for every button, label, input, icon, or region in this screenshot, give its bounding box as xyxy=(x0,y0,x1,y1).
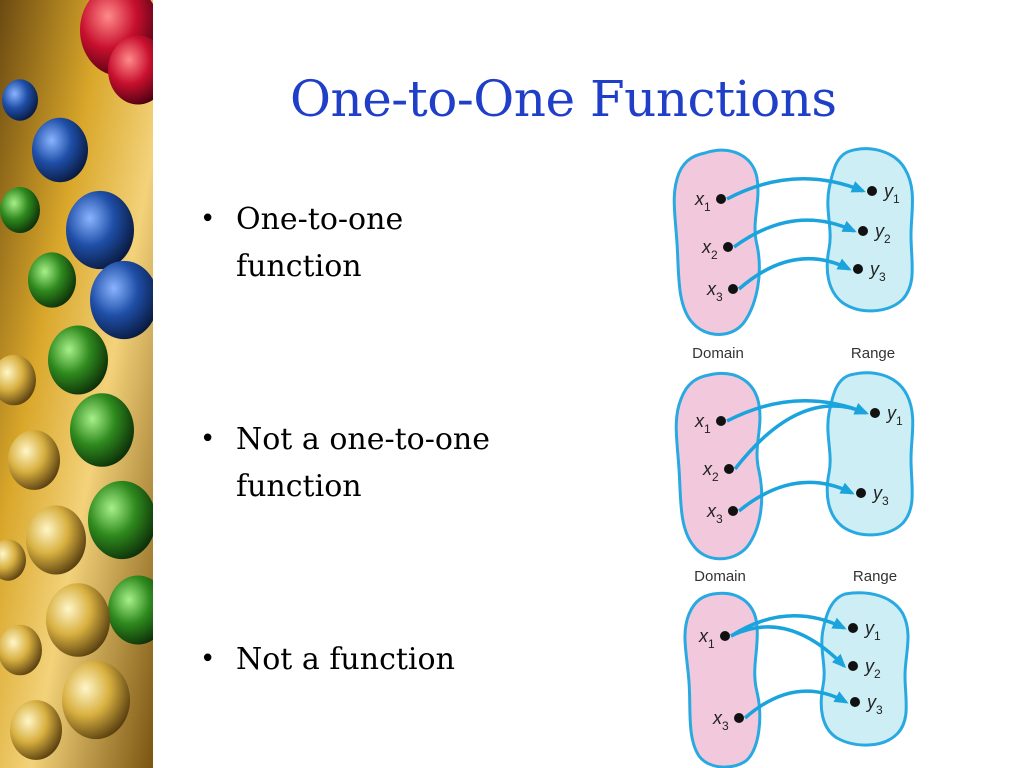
domain-point-x3 xyxy=(734,713,744,723)
range-label-y1: y1 xyxy=(863,618,881,643)
bullet-dot: • xyxy=(200,204,216,234)
bullet-dot: • xyxy=(200,424,216,454)
abacus-bead xyxy=(70,393,134,467)
abacus-bead xyxy=(108,35,153,105)
domain-point-x2 xyxy=(723,242,733,252)
domain-point-x1 xyxy=(716,416,726,426)
domain-label: Domain xyxy=(694,568,746,585)
mapping-arrow-x3-y3 xyxy=(737,257,850,291)
domain-label-x3: x3 xyxy=(706,279,723,304)
range-label: Range xyxy=(853,568,897,585)
arrowhead xyxy=(831,617,847,630)
range-point-y2 xyxy=(858,226,868,236)
abacus-bead xyxy=(0,187,40,233)
abacus-bead xyxy=(88,480,153,560)
range-blob xyxy=(825,147,914,313)
mapping-diagram-not-one-to-one: x1 x2 x3 y1 y3 Domain Range xyxy=(674,371,915,585)
domain-label-x1: x1 xyxy=(694,411,711,436)
range-label-y2: y2 xyxy=(863,656,881,681)
range-point-y2 xyxy=(848,661,858,671)
abacus-bead xyxy=(8,430,60,490)
domain-label-x2: x2 xyxy=(701,237,718,262)
domain-blob xyxy=(672,148,761,336)
mapping-arrow-x2-y1 xyxy=(733,404,867,471)
range-label: Range xyxy=(851,345,895,362)
abacus-bead xyxy=(66,190,134,270)
abacus-bead xyxy=(26,505,86,575)
domain-label: Domain xyxy=(692,345,744,362)
domain-point-x1 xyxy=(720,631,730,641)
abacus-bead xyxy=(2,79,38,121)
range-point-y3 xyxy=(856,488,866,498)
bullet-text-line1: Not a one-to-one xyxy=(236,422,490,457)
mapping-arrow-x1-y1 xyxy=(726,177,864,201)
mapping-arrow-x3-y3 xyxy=(737,480,853,513)
range-label-y1: y1 xyxy=(885,403,903,428)
abacus-bead xyxy=(48,325,108,395)
range-label-y3: y3 xyxy=(865,692,883,717)
arrowhead xyxy=(850,181,866,193)
domain-label-x1: x1 xyxy=(694,189,711,214)
arrowhead xyxy=(841,220,857,233)
abacus-bead xyxy=(28,252,76,308)
arrowhead xyxy=(839,482,855,495)
domain-point-x3 xyxy=(728,284,738,294)
arrowhead xyxy=(836,258,852,271)
bullet-text-line1: Not a function xyxy=(236,642,455,677)
bullet-text-line1: One-to-one xyxy=(236,202,404,237)
domain-blob xyxy=(683,591,762,768)
mapping-diagram-not-a-function: x1 x3 y1 y2 y3 xyxy=(683,591,910,768)
arrowhead xyxy=(832,653,847,669)
abacus-bead xyxy=(62,660,130,740)
abacus-bead xyxy=(108,575,153,645)
mapping-arrow-x2-y2 xyxy=(732,218,855,249)
arrowhead xyxy=(833,691,849,704)
domain-label-x3: x3 xyxy=(712,708,729,733)
range-point-y1 xyxy=(870,408,880,418)
bullet-not-one-to-one: • Not a one-to-one function xyxy=(200,416,560,510)
arrowhead xyxy=(853,403,869,415)
slide-title: One-to-One Functions xyxy=(290,70,837,128)
domain-blob xyxy=(674,372,764,561)
range-point-y3 xyxy=(850,697,860,707)
domain-label-x1: x1 xyxy=(698,626,715,651)
range-label-y3: y3 xyxy=(871,483,889,508)
domain-point-x1 xyxy=(716,194,726,204)
bullet-dot: • xyxy=(200,644,216,674)
range-blob xyxy=(819,591,910,747)
range-blob xyxy=(825,371,915,537)
range-label-y1: y1 xyxy=(882,181,900,206)
abacus-bead xyxy=(46,583,110,657)
range-point-y1 xyxy=(848,623,858,633)
domain-label-x3: x3 xyxy=(706,501,723,526)
range-label-y3: y3 xyxy=(868,259,886,284)
range-label-y2: y2 xyxy=(873,221,891,246)
mapping-arrow-x1-y2 xyxy=(730,625,846,668)
abacus-bead xyxy=(0,354,36,406)
domain-point-x3 xyxy=(728,506,738,516)
mapping-arrow-x3-y3 xyxy=(743,689,847,720)
abacus-bead xyxy=(0,539,26,581)
abacus-bead xyxy=(0,624,42,676)
mapping-diagram-one-to-one: x1 x2 x3 y1 y2 y3 Domain Range xyxy=(672,147,914,362)
domain-point-x2 xyxy=(724,464,734,474)
abacus-bead xyxy=(90,260,153,340)
domain-label-x2: x2 xyxy=(702,459,719,484)
bullet-text-line2: function xyxy=(236,469,362,504)
bullet-one-to-one: • One-to-one function xyxy=(200,196,560,290)
range-point-y3 xyxy=(853,264,863,274)
range-point-y1 xyxy=(867,186,877,196)
abacus-background-image xyxy=(0,0,153,768)
mapping-arrow-x1-y1 xyxy=(730,614,845,638)
bullet-not-a-function: • Not a function xyxy=(200,636,560,683)
abacus-bead xyxy=(32,117,88,183)
bullet-text-line2: function xyxy=(236,249,362,284)
abacus-bead xyxy=(10,700,62,760)
